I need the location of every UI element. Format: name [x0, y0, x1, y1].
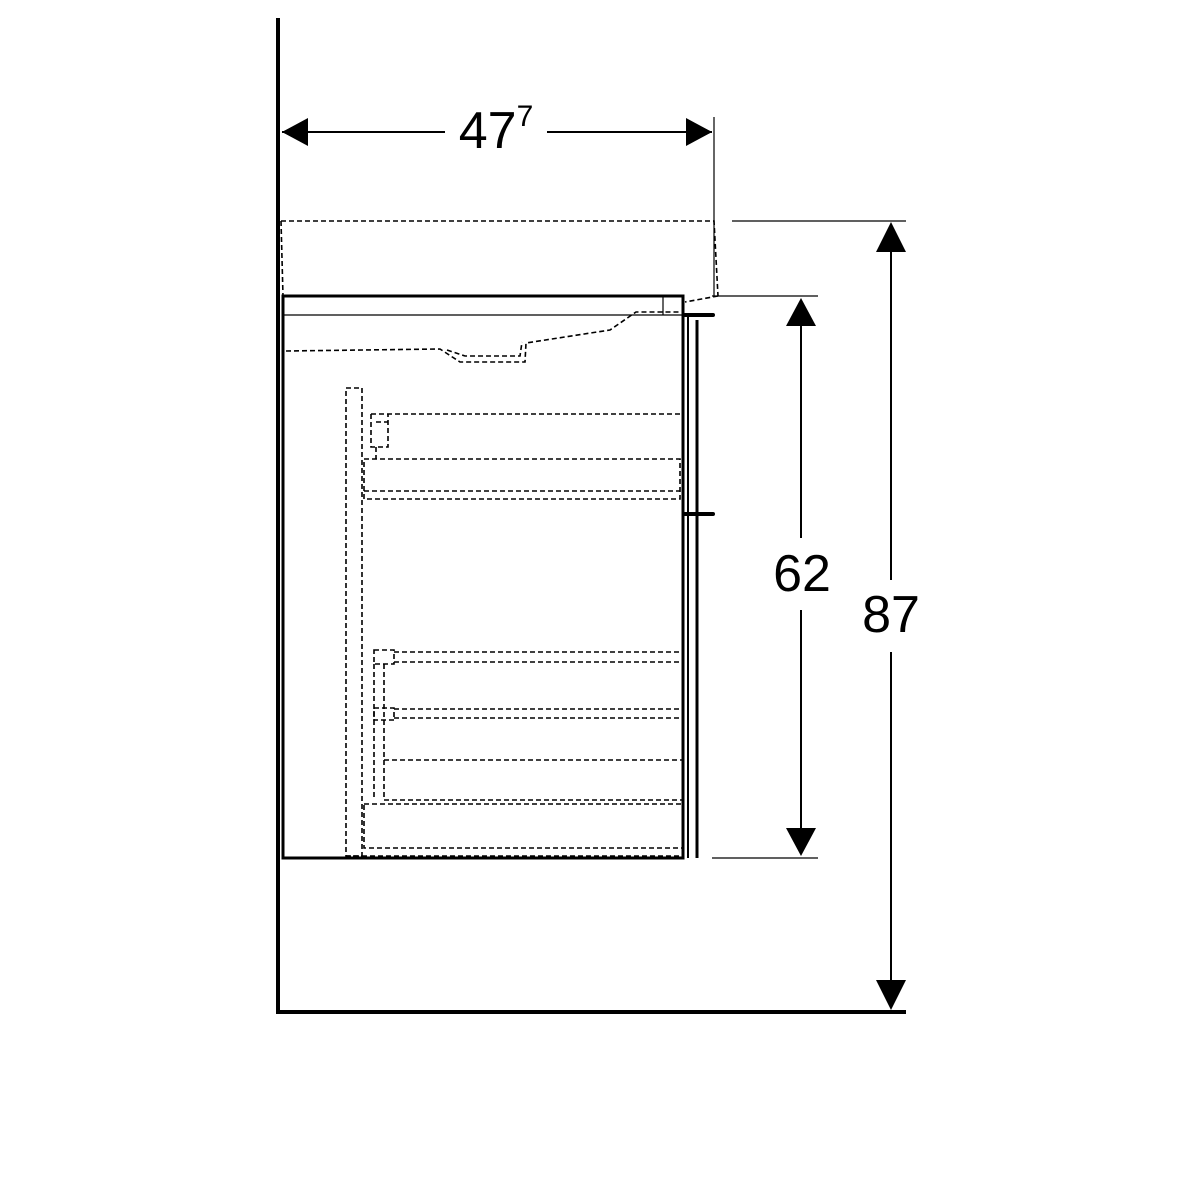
- cabinet-body: [281, 294, 685, 860]
- overall-height-label: 87: [862, 586, 920, 644]
- inner-frame-outline: [345, 387, 683, 857]
- cabinet-height-dimension: [712, 295, 818, 859]
- upper-drawer-outline: [363, 413, 683, 500]
- washbasin-outline: [280, 220, 719, 303]
- overall-height-dimension: [732, 220, 906, 1010]
- cabinet-height-label: 62: [773, 545, 831, 603]
- siphon-outline: [285, 311, 683, 363]
- lower-drawer-outline: [363, 649, 684, 849]
- depth-dimension: [282, 117, 715, 296]
- drawer-fronts: [687, 313, 699, 858]
- depth-label: 477: [459, 100, 534, 160]
